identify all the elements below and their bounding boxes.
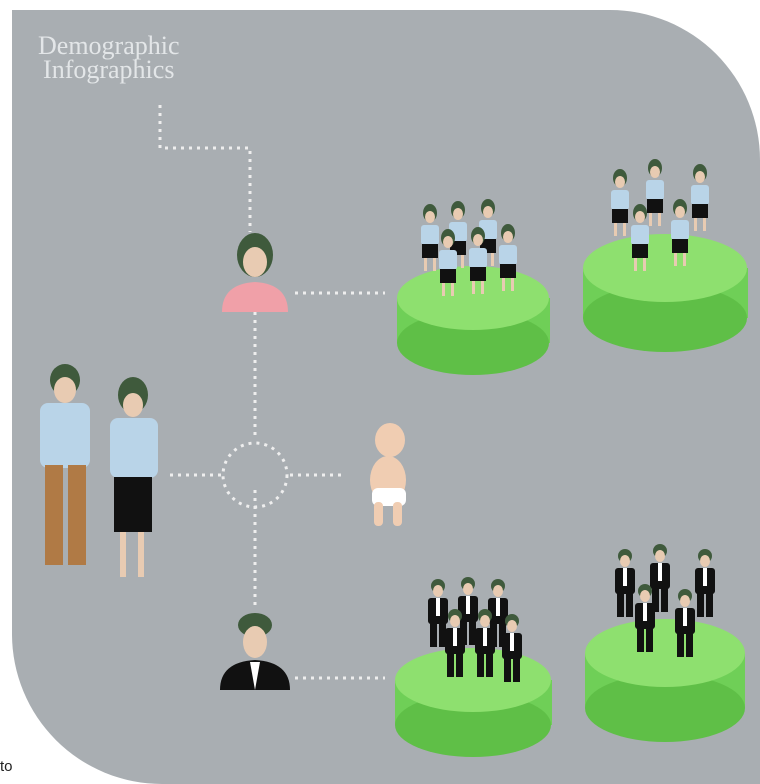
connector-lines [158, 105, 385, 680]
woman-icon [222, 233, 288, 312]
title-line-2: Infographics [43, 55, 175, 84]
platform-men-diverse [585, 619, 745, 742]
platform-women-diverse [583, 234, 748, 352]
title: Demographic Infographics [38, 31, 180, 84]
baby-icon [370, 423, 406, 526]
platform-men-uniform [395, 648, 552, 757]
title-line-1: Demographic [38, 31, 180, 60]
stray-text: to [0, 758, 13, 775]
couple-icon [40, 364, 158, 577]
man-icon [220, 613, 290, 690]
